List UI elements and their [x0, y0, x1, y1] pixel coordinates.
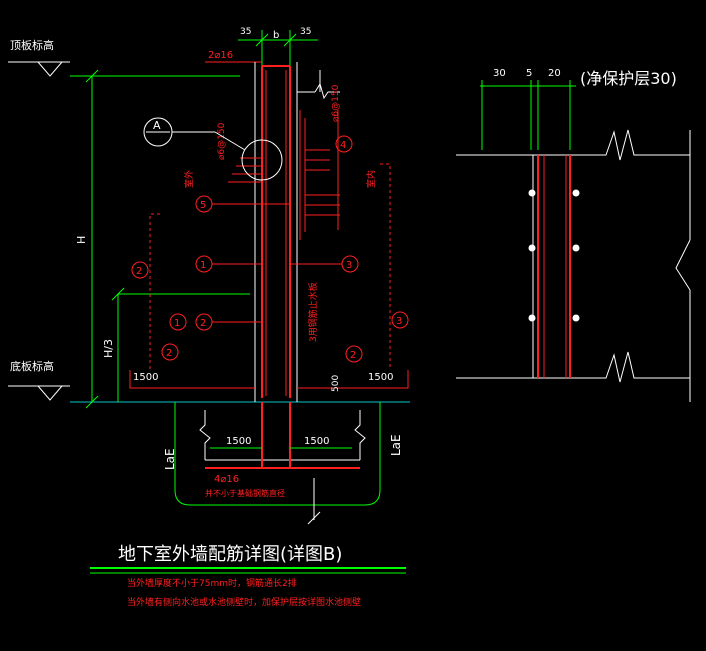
- outer-side-label: 室外: [183, 170, 195, 188]
- dim-1500-right-bottom: 1500: [304, 436, 329, 447]
- detail-callout-label: A: [153, 119, 161, 132]
- inner-side-label: 室内: [365, 170, 377, 188]
- tag-2-left: 2: [161, 343, 179, 361]
- svg-text:2: 2: [136, 266, 142, 277]
- waterproof-note: 3用钢筋止水板: [307, 282, 319, 342]
- detail-dim-5: 5: [526, 68, 532, 79]
- drawing-title: 地下室外墙配筋详图(详图B): [118, 544, 342, 565]
- height-label: H: [75, 236, 88, 244]
- lae-right-label: LaE: [389, 434, 403, 456]
- detail-top-break: [456, 129, 690, 161]
- dim-500: 500: [331, 375, 341, 392]
- tag-1-left: 2: [131, 261, 149, 279]
- svg-text:3: 3: [346, 260, 352, 271]
- bottom-bars-label: 4⌀16: [214, 474, 239, 485]
- svg-text:2: 2: [350, 350, 356, 361]
- lae-left-label: LaE: [163, 448, 177, 470]
- floor-level-label: 底板标高: [10, 359, 54, 373]
- floor-level-triangle: [37, 385, 63, 401]
- detail-zoom-circle: [241, 139, 283, 181]
- tag-3: 3: [290, 255, 359, 273]
- detail-bottom-break: [456, 351, 690, 383]
- cover-note: (净保护层30): [580, 69, 677, 88]
- tag-3-right: 3: [391, 311, 409, 329]
- dim-35-right: 35: [300, 27, 311, 37]
- note-1: 当外墙厚度不小于75mm时，钢筋通长2排: [127, 577, 297, 589]
- top-bars-label: 2⌀16: [208, 50, 233, 61]
- tag-2-right: 2: [345, 345, 363, 363]
- tag-4: 4: [335, 135, 353, 153]
- dim-1500-right-top: 1500: [368, 372, 393, 383]
- dim-35-left: 35: [240, 27, 251, 37]
- detail-rebar-dots: [528, 189, 580, 322]
- h3-label: H/3: [102, 339, 115, 358]
- dim-1500-left-top: 1500: [133, 372, 158, 383]
- svg-text:3: 3: [396, 316, 402, 327]
- spacing-bar-label-2: ⌀6@150: [217, 122, 227, 160]
- detail-dim-30: 30: [493, 68, 506, 79]
- roof-level-triangle: [37, 61, 63, 77]
- tag-1-2: 1 2: [169, 313, 262, 331]
- note-2: 当外墙有侧向水池或水池侧壁时，加保护层按详图水池侧壁: [127, 596, 361, 608]
- spacing-bar-label-1: ⌀6@150: [331, 84, 341, 122]
- svg-text:5: 5: [200, 200, 206, 211]
- svg-text:2: 2: [200, 318, 206, 329]
- dim-1500-left-bottom: 1500: [226, 436, 251, 447]
- roof-level-label: 顶板标高: [10, 38, 54, 52]
- tag-1: 1: [195, 255, 262, 273]
- anchor-note: 并不小于基础钢筋直径: [205, 488, 285, 498]
- dim-b: b: [273, 30, 279, 41]
- svg-text:1: 1: [200, 260, 206, 271]
- svg-text:4: 4: [340, 140, 346, 151]
- svg-text:1: 1: [174, 318, 180, 329]
- svg-text:2: 2: [166, 348, 172, 359]
- detail-dim-20: 20: [548, 68, 561, 79]
- tag-5: 5: [195, 195, 290, 213]
